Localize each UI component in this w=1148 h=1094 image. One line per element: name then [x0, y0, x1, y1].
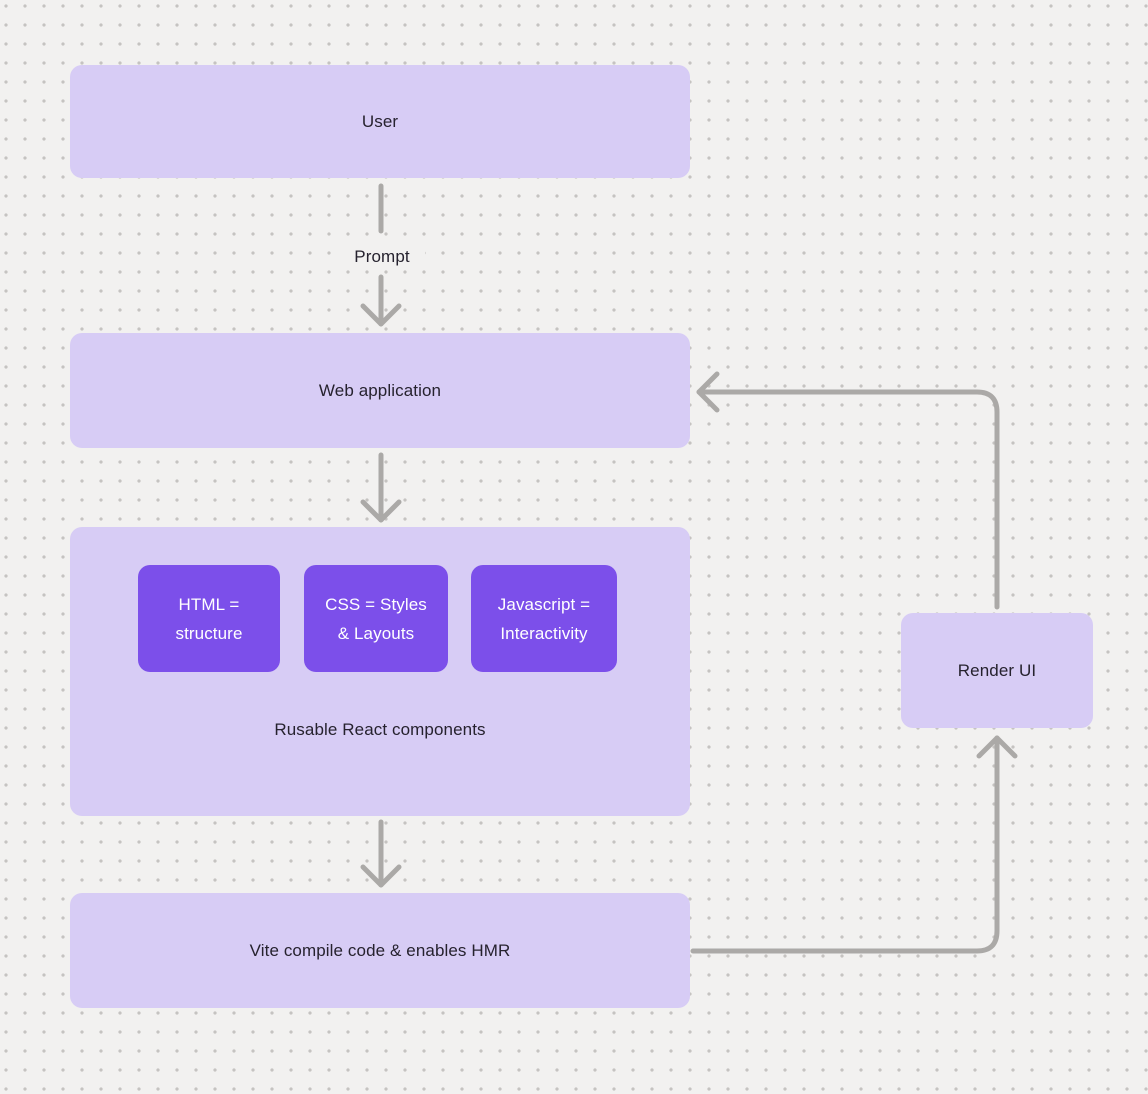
arrowhead-left-into-web — [696, 371, 720, 413]
chip-javascript-interactivity[interactable]: Javascript = Interactivity — [471, 565, 617, 672]
edge-label-prompt[interactable]: Prompt — [339, 243, 425, 270]
node-render-ui[interactable]: Render UI — [901, 613, 1093, 728]
arrowhead-down-into-vite — [360, 864, 402, 888]
chip-css-styles[interactable]: CSS = Styles & Layouts — [304, 565, 448, 672]
node-render-ui-label: Render UI — [957, 660, 1037, 680]
node-vite-label: Vite compile code & enables HMR — [249, 940, 511, 960]
edge-vite-to-render[interactable] — [690, 735, 1000, 954]
node-vite[interactable]: Vite compile code & enables HMR — [70, 893, 690, 1008]
node-web-application-label: Web application — [318, 380, 442, 400]
node-components-group[interactable]: HTML = structure CSS = Styles & Layouts … — [70, 527, 690, 816]
arrowhead-up-into-render — [976, 735, 1018, 759]
chip-css-styles-label: CSS = Styles & Layouts — [325, 594, 427, 643]
node-web-application[interactable]: Web application — [70, 333, 690, 448]
chip-html-structure-label: HTML = structure — [175, 594, 243, 643]
node-user[interactable]: User — [70, 65, 690, 178]
components-group-caption: Rusable React components — [274, 720, 486, 739]
chip-javascript-interactivity-label: Javascript = Interactivity — [497, 594, 591, 643]
node-user-label: User — [361, 111, 399, 131]
arrowhead-down-into-components — [360, 499, 402, 523]
edge-render-to-web[interactable] — [696, 389, 1000, 610]
chip-html-structure[interactable]: HTML = structure — [138, 565, 280, 672]
arrowhead-down-into-web — [360, 303, 402, 327]
